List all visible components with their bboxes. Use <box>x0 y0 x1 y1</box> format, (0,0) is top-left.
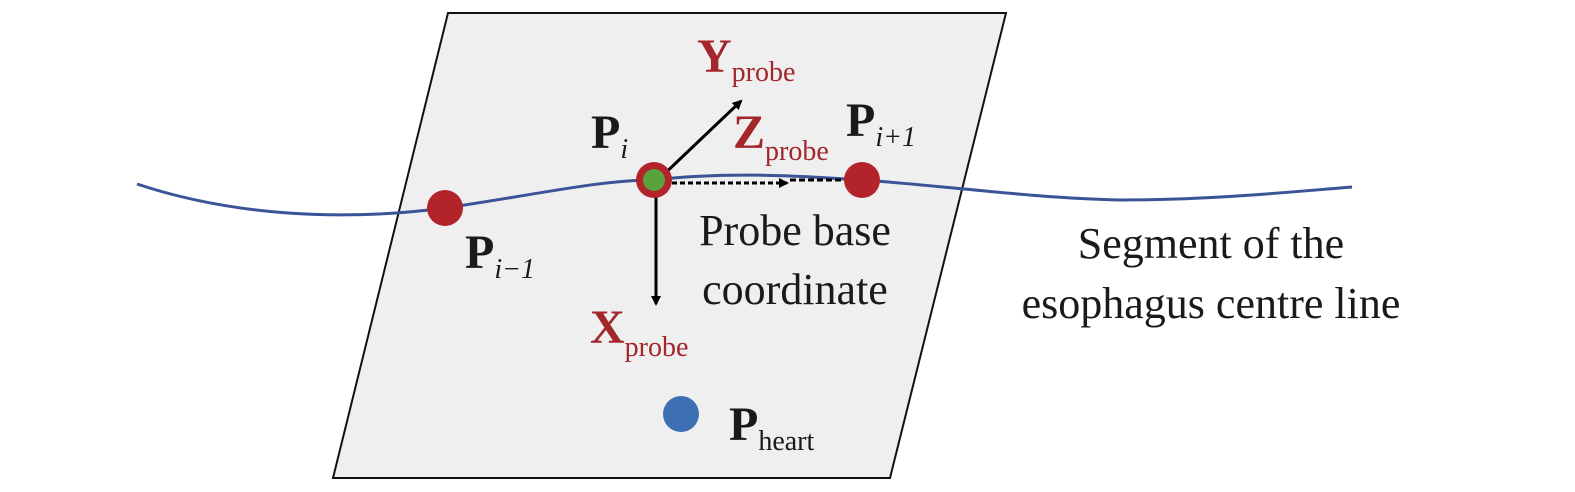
point-p-i-label: Pi <box>591 106 628 165</box>
z-probe-label: Zprobe <box>733 106 829 167</box>
x-probe-label: Xprobe <box>590 301 688 363</box>
point-p-prev-label: Pi−1 <box>465 226 535 285</box>
probe-base-label-line2: coordinate <box>702 265 888 314</box>
probe-base-label-line1: Probe base <box>699 206 891 255</box>
y-probe-axis-arrow <box>656 99 743 182</box>
imaging-plane <box>331 12 1008 479</box>
point-p-prev-marker <box>427 190 463 226</box>
point-p-heart-marker <box>663 396 699 432</box>
y-probe-label: Yprobe <box>697 30 795 88</box>
point-p-heart-label: Pheart <box>729 398 815 457</box>
point-p-next-marker <box>844 162 880 198</box>
segment-label-line2: esophagus centre line <box>1022 279 1401 328</box>
esophagus-centre-line <box>136 173 1353 217</box>
point-p-i-marker <box>643 169 665 191</box>
segment-label-line1: Segment of the <box>1078 219 1344 268</box>
point-p-next-label: Pi+1 <box>846 94 916 153</box>
